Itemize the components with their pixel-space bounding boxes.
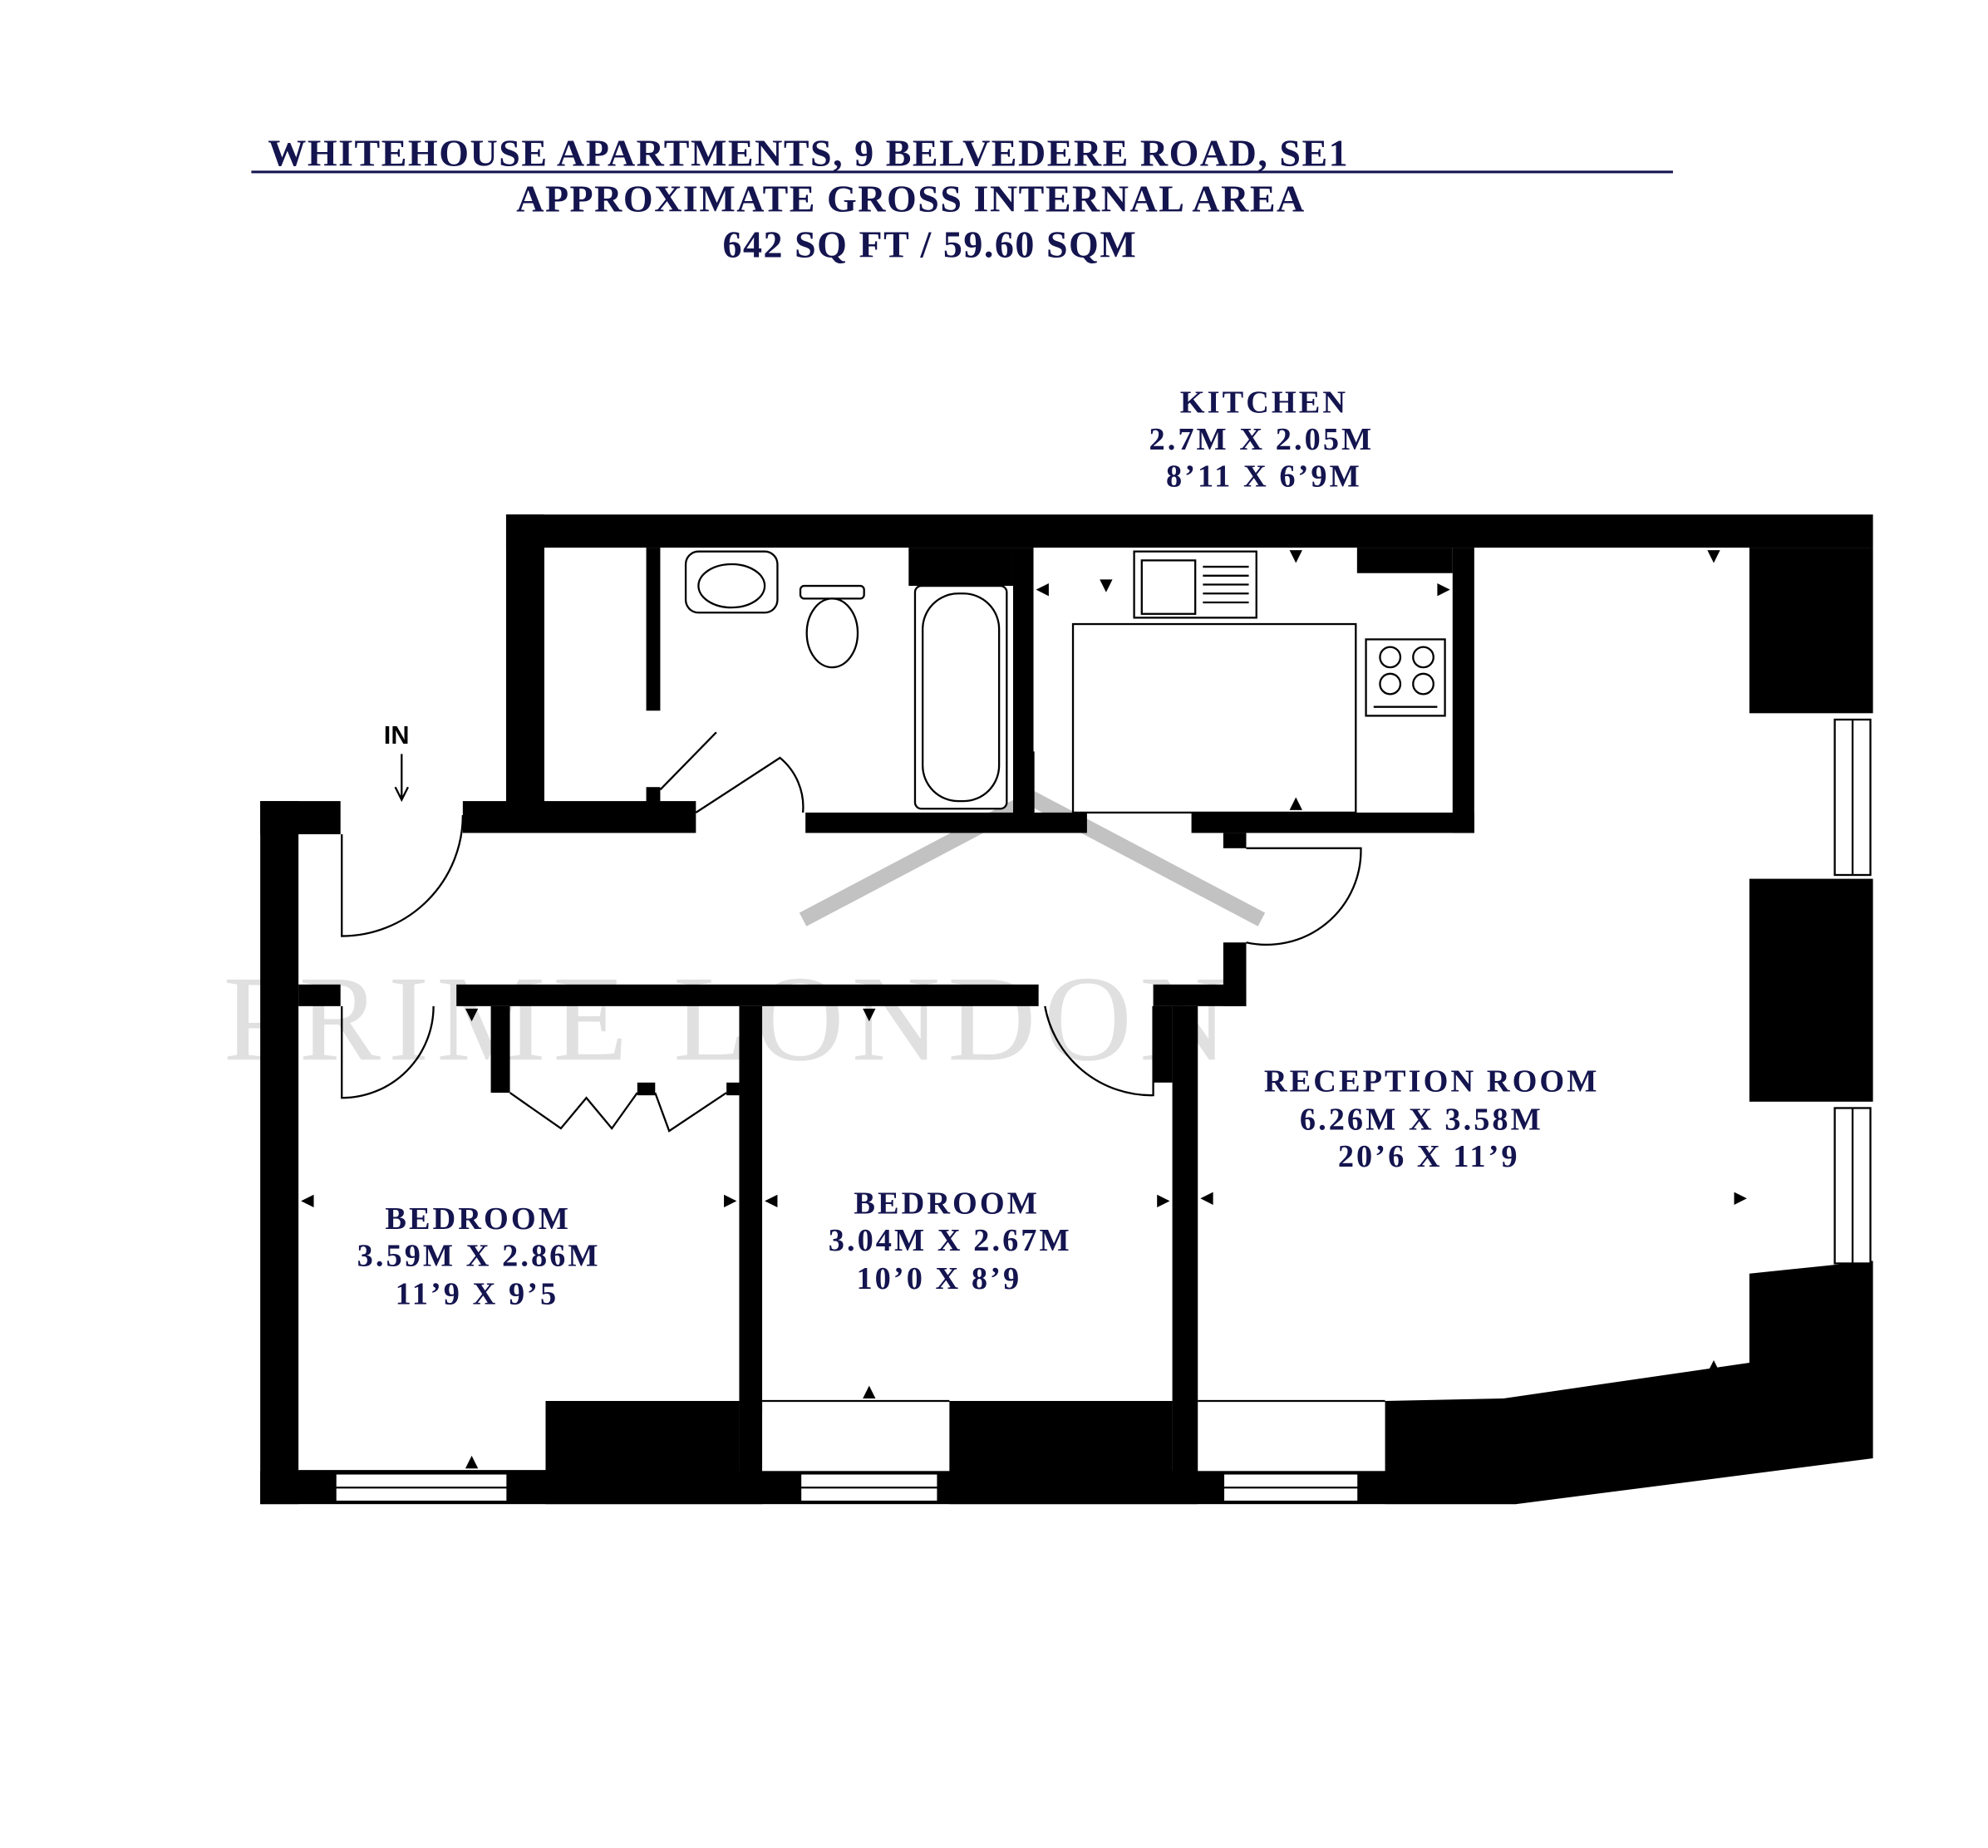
area-subtitle: APPROXIMATE GROSS INTERNAL AREA xyxy=(516,177,1306,219)
watermark-text: PRIME LONDON xyxy=(224,951,1236,1086)
dimension-arrows xyxy=(301,550,1747,1469)
room-imperial: 10’0 X 8’9 xyxy=(856,1261,1021,1296)
entrance-label: IN xyxy=(384,721,410,750)
bathroom-fixtures xyxy=(684,550,1008,810)
title-underline xyxy=(251,170,1673,174)
room-imperial: 20’6 X 11’9 xyxy=(1338,1139,1520,1174)
room-metric: 3.04M X 2.67M xyxy=(829,1223,1072,1258)
property-title: WHITEHOUSE APARTMENTS, 9 BELVEDERE ROAD,… xyxy=(268,131,1349,174)
bedroom-1-label: BEDROOM 3.59M X 2.86M 11’9 X 9’5 xyxy=(357,1202,601,1312)
room-metric: 6.26M X 3.58M xyxy=(1300,1103,1543,1138)
room-name: RECEPTION ROOM xyxy=(1264,1064,1600,1099)
room-metric: 2.7M X 2.05M xyxy=(1149,422,1374,457)
room-metric: 3.59M X 2.86M xyxy=(357,1239,601,1274)
room-name: KITCHEN xyxy=(1180,386,1348,420)
kitchen-counter xyxy=(1071,622,1357,814)
room-imperial: 11’9 X 9’5 xyxy=(396,1277,559,1312)
entrance-arrow-icon xyxy=(394,754,409,803)
room-name: BEDROOM xyxy=(385,1202,571,1236)
watermark: PRIME LONDON xyxy=(224,789,1266,1086)
kitchen-label: KITCHEN 2.7M X 2.05M 8’11 X 6’9M xyxy=(1149,386,1374,494)
windows xyxy=(298,718,1872,1503)
room-imperial: 8’11 X 6’9M xyxy=(1166,460,1362,494)
toilet-icon xyxy=(799,584,865,600)
reception-label: RECEPTION ROOM 6.26M X 3.58M 20’6 X 11’9 xyxy=(1264,1064,1600,1174)
hob-icon xyxy=(1365,638,1446,717)
area-value: 642 SQ FT / 59.60 SQM xyxy=(723,224,1138,266)
room-name: BEDROOM xyxy=(854,1187,1040,1221)
bedroom-2-label: BEDROOM 3.04M X 2.67M 10’0 X 8’9 xyxy=(829,1187,1072,1296)
kitchen-fixtures xyxy=(1071,550,1446,814)
